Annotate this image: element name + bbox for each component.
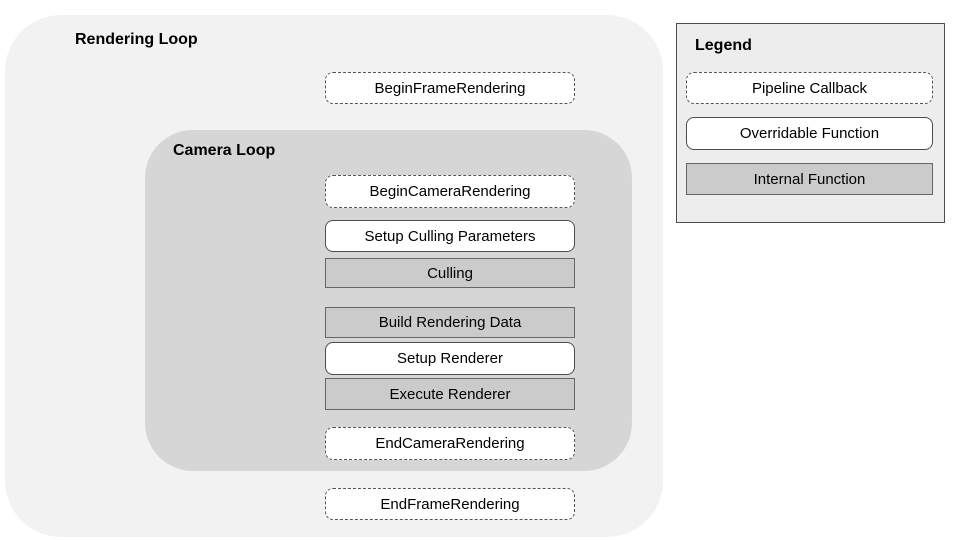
node-build-rendering-data: Build Rendering Data [325, 307, 575, 338]
rendering-loop-group: Rendering Loop BeginFrameRendering Camer… [5, 15, 663, 537]
legend-item-overridable-function: Overridable Function [686, 117, 933, 150]
camera-loop-group: Camera Loop BeginCameraRendering Setup C… [145, 130, 632, 471]
node-execute-renderer: Execute Renderer [325, 378, 575, 410]
legend-item-internal-function: Internal Function [686, 163, 933, 195]
node-setup-renderer: Setup Renderer [325, 342, 575, 375]
node-begin-camera-rendering: BeginCameraRendering [325, 175, 575, 208]
node-end-camera-rendering: EndCameraRendering [325, 427, 575, 460]
legend-panel: Legend Pipeline Callback Overridable Fun… [676, 23, 945, 223]
legend-title: Legend [695, 37, 752, 54]
node-begin-frame-rendering: BeginFrameRendering [325, 72, 575, 104]
node-culling: Culling [325, 258, 575, 288]
node-end-frame-rendering: EndFrameRendering [325, 488, 575, 520]
legend-item-pipeline-callback: Pipeline Callback [686, 72, 933, 104]
node-setup-culling-parameters: Setup Culling Parameters [325, 220, 575, 252]
camera-loop-title: Camera Loop [173, 142, 276, 159]
rendering-loop-title: Rendering Loop [75, 31, 198, 48]
